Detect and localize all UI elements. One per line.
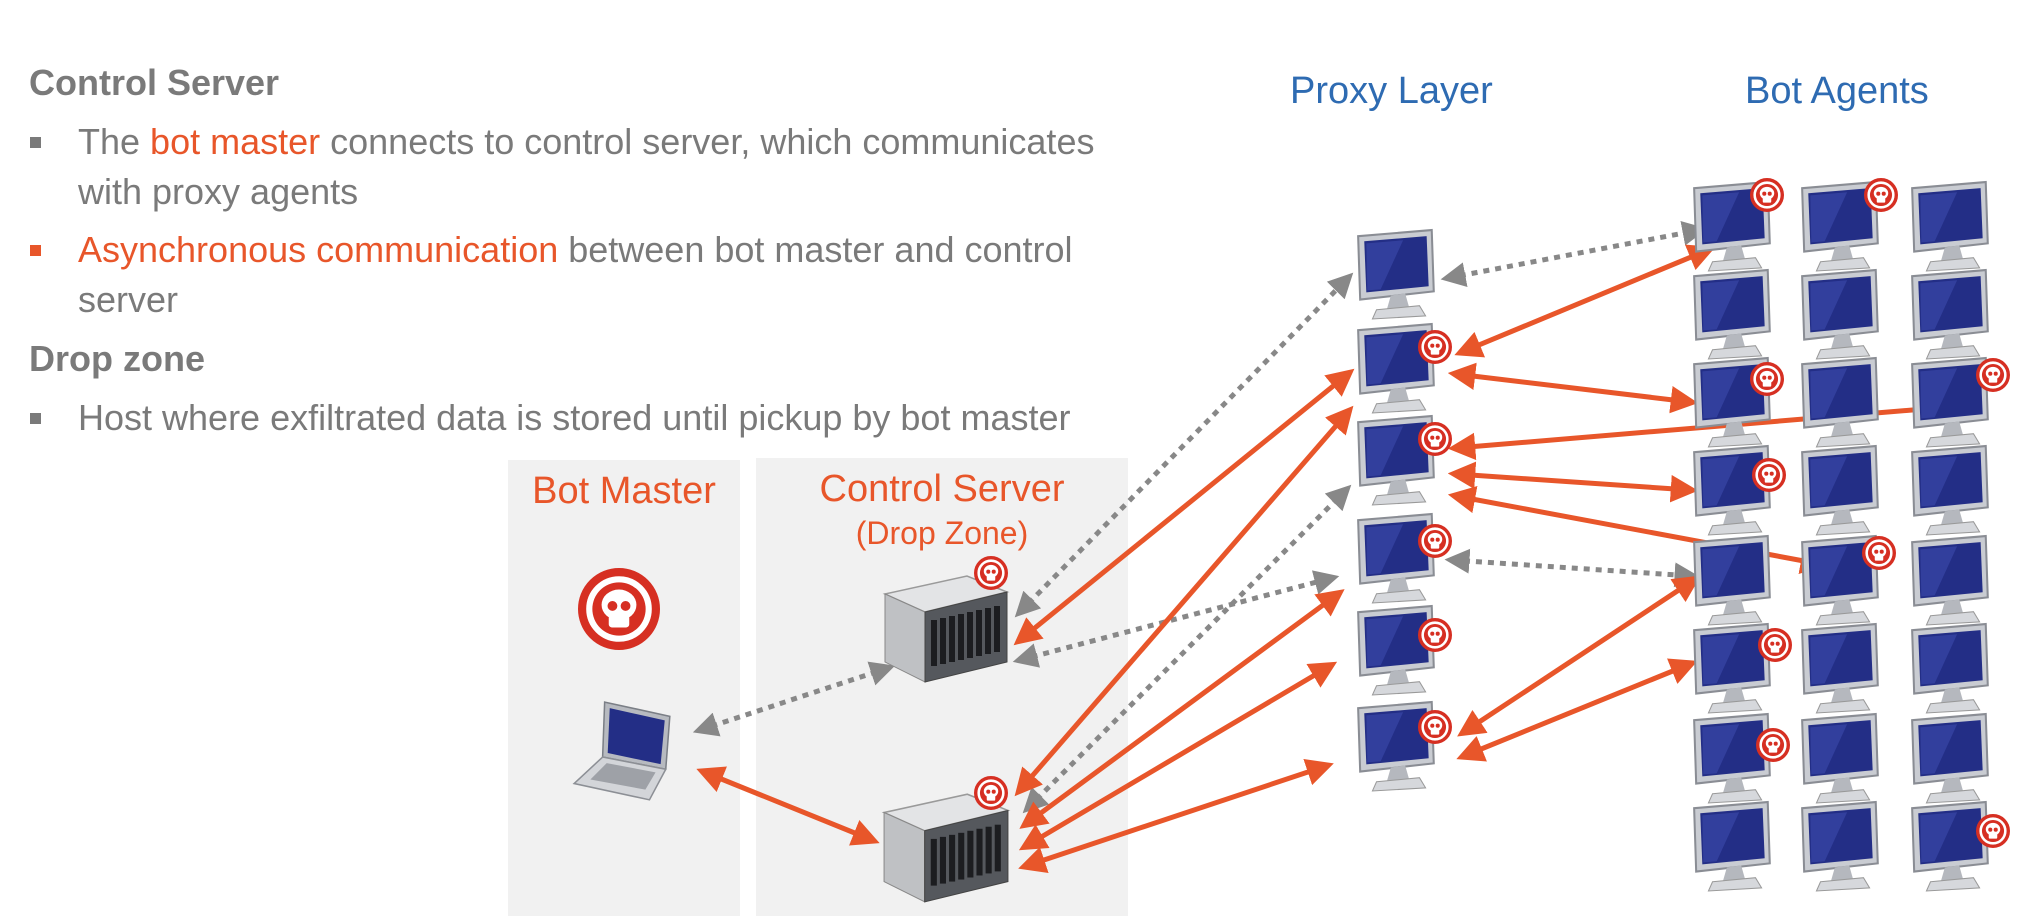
dotted-arrow <box>1014 272 1354 618</box>
monitor-icon <box>1911 445 1989 536</box>
monitor-icon <box>1911 181 1989 272</box>
bullet-marker <box>30 245 41 256</box>
skull-icon <box>1418 422 1452 456</box>
skull-icon <box>1756 728 1790 762</box>
monitor-icon <box>1801 445 1879 536</box>
highlight-async: Asynchronous communication <box>78 229 559 270</box>
skull-icon <box>1864 178 1898 212</box>
skull-icon <box>1758 628 1792 662</box>
bot-agents-label: Bot Agents <box>1745 70 1929 112</box>
solid-arrow <box>1454 244 1716 358</box>
monitor-icon <box>1693 713 1771 804</box>
monitor-icon <box>1801 623 1879 714</box>
solid-arrow <box>1019 589 1345 829</box>
skull-icon <box>974 556 1008 590</box>
monitor-icon <box>1801 357 1879 448</box>
skull-icon <box>1750 178 1784 212</box>
server-rack-icon <box>884 575 1008 683</box>
skull-icon <box>1976 358 2010 392</box>
proxy-layer <box>1357 229 1452 792</box>
server-rack-icon <box>883 793 1009 903</box>
solid-arrow <box>1018 759 1334 873</box>
monitor-icon <box>1357 605 1435 696</box>
bullet-async-communication: Asynchronous communication between bot m… <box>30 225 1098 325</box>
heading-control-server: Control Server <box>29 62 280 103</box>
solid-arrow <box>696 766 880 846</box>
monitor-icon <box>1911 623 1989 714</box>
solid-arrow <box>1447 362 1699 414</box>
dotted-arrow <box>1444 548 1700 588</box>
dotted-arrow <box>1012 570 1340 668</box>
laptop-icon <box>573 701 671 801</box>
monitor-icon <box>1693 445 1771 536</box>
proxy-layer-label: Proxy Layer <box>1290 70 1493 112</box>
dotted-arrow <box>692 661 896 737</box>
solid-arrow <box>1018 661 1338 851</box>
bot-agents-grid <box>1693 178 2010 892</box>
monitor-icon <box>1357 513 1435 604</box>
solid-arrow <box>1456 658 1698 762</box>
skull-icon <box>1750 362 1784 396</box>
monitor-icon <box>1801 801 1879 892</box>
monitor-icon <box>1357 701 1435 792</box>
skull-icon <box>1862 536 1896 570</box>
dotted-arrow <box>1022 484 1352 814</box>
monitor-icon <box>1801 269 1879 360</box>
highlight-bot-master: bot master <box>150 121 321 162</box>
bullet-bot-master: The bot master connects to control serve… <box>30 117 1098 217</box>
skull-icon <box>582 572 656 646</box>
monitor-icon <box>1911 713 1989 804</box>
solid-arrow <box>1447 461 1699 503</box>
skull-icon <box>974 776 1008 810</box>
skull-icon <box>1752 458 1786 492</box>
bullet-drop-zone: Host where exfiltrated data is stored un… <box>30 393 1078 443</box>
heading-drop-zone: Drop zone <box>29 338 205 379</box>
monitor-icon <box>1911 269 1989 360</box>
monitor-icon <box>1693 269 1771 360</box>
bullet-marker <box>30 137 41 148</box>
skull-icon <box>1418 524 1452 558</box>
monitor-icon <box>1911 801 1989 892</box>
monitor-icon <box>1911 535 1989 626</box>
skull-icon <box>1976 814 2010 848</box>
monitor-icon <box>1693 535 1771 626</box>
bullet-marker <box>30 413 41 424</box>
monitor-icon <box>1801 713 1879 804</box>
skull-icon <box>1418 330 1452 364</box>
monitor-icon <box>1693 801 1771 892</box>
skull-icon <box>1418 618 1452 652</box>
skull-icon <box>1418 710 1452 744</box>
monitor-icon <box>1693 623 1771 714</box>
monitor-icon <box>1357 229 1435 320</box>
drop-zone-label: (Drop Zone) <box>855 515 1029 551</box>
bot-master-label: Bot Master <box>532 470 716 512</box>
